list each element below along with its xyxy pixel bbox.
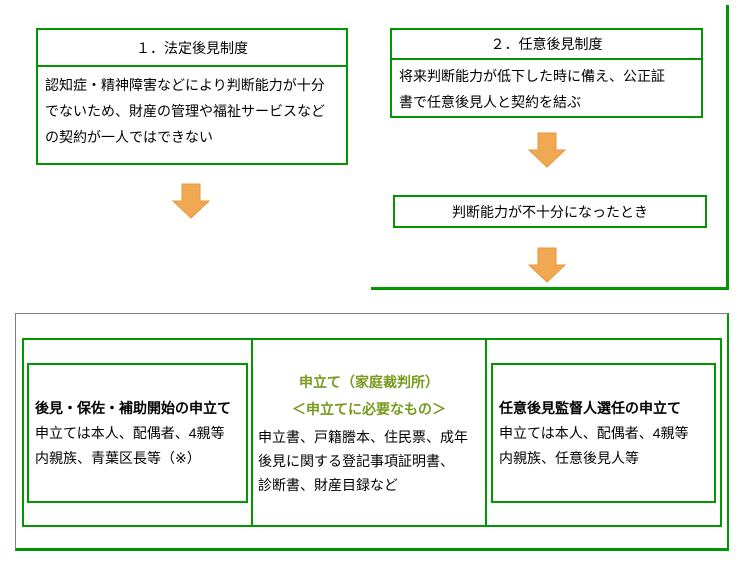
- bracket-connector-vertical-line: [726, 5, 729, 290]
- petition-grid: 後見・保佐・補助開始の申立て 申立ては本人、配偶者、4親等 内親族、青葉区長等（…: [22, 338, 722, 527]
- condition-box: 判断能力が不十分になったとき: [393, 195, 707, 228]
- legal-guardianship-box: １．法定後見制度 認知症・精神障害などにより判断能力が十分 でないため、財産の管…: [36, 28, 348, 165]
- down-arrow-icon: [528, 247, 566, 283]
- petition-center-heading-1: 申立て（家庭裁判所）: [299, 373, 439, 390]
- petition-center-body: 申立書、戸籍謄本、住民票、成年 後見に関する登記事項証明書、 診断書、財産目録な…: [258, 428, 468, 493]
- legal-guardianship-description: 認知症・精神障害などにより判断能力が十分 でないため、財産の管理や福祉サービスな…: [45, 77, 325, 145]
- down-arrow-icon: [528, 132, 566, 168]
- petition-left-card: 後見・保佐・補助開始の申立て 申立ては本人、配偶者、4親等 内親族、青葉区長等（…: [27, 362, 248, 503]
- down-arrow-icon: [172, 183, 210, 219]
- voluntary-guardianship-box: ２．任意後見制度 将来判断能力が低下した時に備え、公正証 書で任意後見人と契約を…: [390, 28, 703, 118]
- voluntary-guardianship-title: ２．任意後見制度: [392, 30, 701, 60]
- petition-right-title: 任意後見監督人選任の申立て: [499, 399, 681, 416]
- petition-outer-box: [15, 313, 729, 551]
- bracket-connector-horizontal-line: [371, 287, 729, 290]
- petition-center-cell: 申立て（家庭裁判所） ＜申立てに必要なもの＞ 申立書、戸籍謄本、住民票、成年 後…: [253, 340, 487, 525]
- petition-left-title: 後見・保佐・補助開始の申立て: [35, 399, 231, 416]
- condition-label: 判断能力が不十分になったとき: [452, 203, 648, 220]
- legal-guardianship-title: １．法定後見制度: [38, 30, 346, 67]
- petition-center-heading-2: ＜申立てに必要なもの＞: [292, 400, 446, 417]
- petition-left-cell: 後見・保佐・補助開始の申立て 申立ては本人、配偶者、4親等 内親族、青葉区長等（…: [24, 340, 253, 525]
- petition-left-body: 申立ては本人、配偶者、4親等 内親族、青葉区長等（※）: [35, 424, 225, 466]
- voluntary-guardianship-description: 将来判断能力が低下した時に備え、公正証 書で任意後見人と契約を結ぶ: [399, 68, 665, 110]
- petition-right-cell: 任意後見監督人選任の申立て 申立ては本人、配偶者、4親等 内親族、任意後見人等: [487, 340, 720, 525]
- petition-right-body: 申立ては本人、配偶者、4親等 内親族、任意後見人等: [499, 424, 689, 466]
- petition-right-card: 任意後見監督人選任の申立て 申立ては本人、配偶者、4親等 内親族、任意後見人等: [491, 362, 716, 503]
